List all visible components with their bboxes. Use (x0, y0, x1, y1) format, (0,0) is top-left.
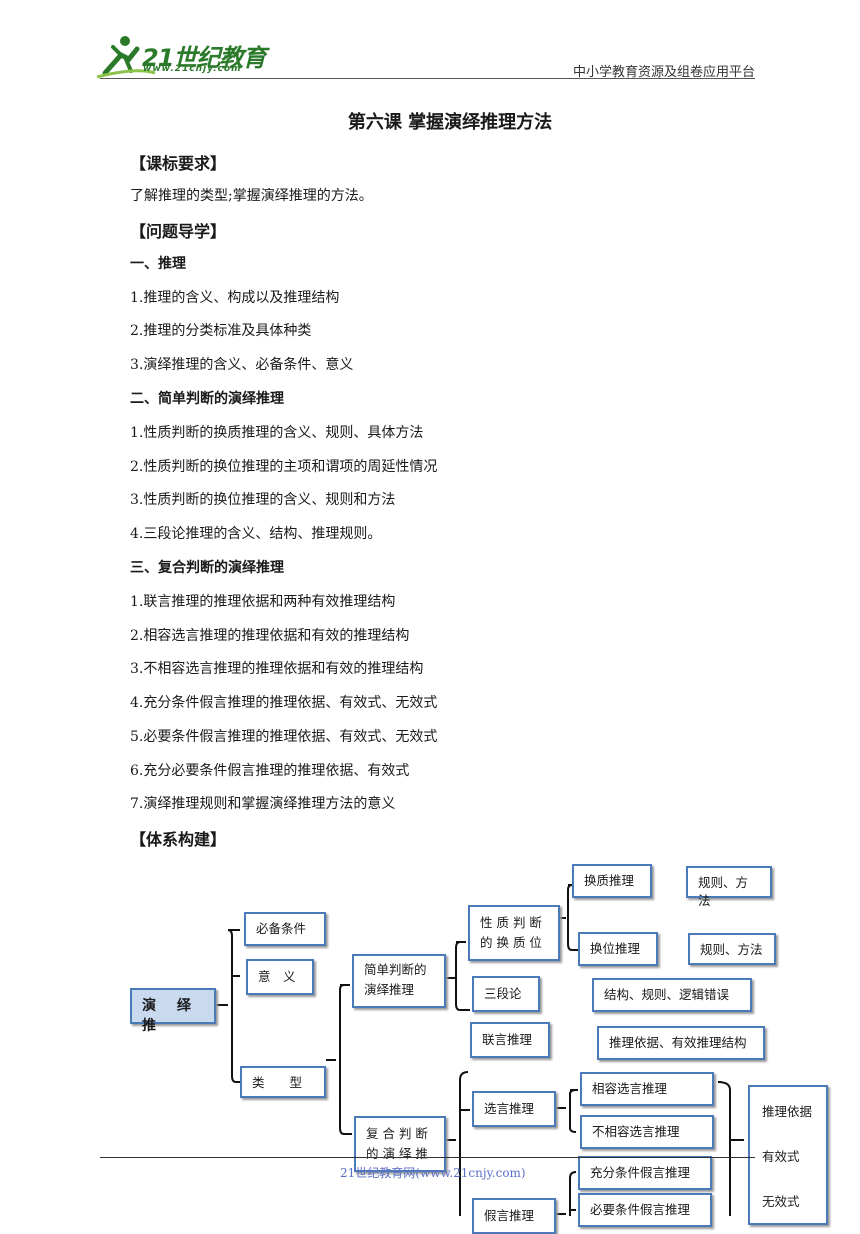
list-item: 1.联言推理的推理依据和两种有效推理结构 (130, 594, 396, 610)
node-basis-group: 推理依据 有效式 无效式 (748, 1085, 828, 1225)
node-simple-line2: 演绎推理 (364, 982, 415, 997)
node-compound-line1: 复 合 判 断 (366, 1126, 428, 1141)
list-item: 1.性质判断的换质推理的含义、规则、具体方法 (130, 425, 424, 441)
list-item: 1.推理的含义、构成以及推理结构 (130, 290, 340, 306)
node-compatible: 相容选言推理 (580, 1072, 714, 1106)
node-necessary: 必要条件假言推理 (578, 1193, 712, 1227)
node-syllogism-detail: 结构、规则、逻辑错误 (592, 978, 752, 1012)
logo-url: www.21cnjy.com (143, 64, 242, 74)
node-disjunctive: 选言推理 (472, 1091, 556, 1127)
node-compound-judgment: 复 合 判 断 的 演 绎 推 (354, 1116, 446, 1172)
node-sufficient: 充分条件假言推理 (578, 1156, 712, 1190)
platform-name: 中小学教育资源及组卷应用平台 (572, 65, 755, 80)
list-item: 2.相容选言推理的推理依据和有效的推理结构 (130, 628, 410, 644)
system-heading: 【体系构建】 (130, 830, 227, 849)
list-item: 3.性质判断的换位推理的含义、规则和方法 (130, 492, 396, 508)
header-divider (100, 78, 755, 79)
list-item: 2.性质判断的换位推理的主项和谓项的周延性情况 (130, 459, 438, 475)
list-item: 4.三段论推理的含义、结构、推理规则。 (130, 526, 382, 542)
node-property-line1: 性 质 判 断 (480, 915, 542, 930)
node-meaning: 意 义 (246, 959, 314, 995)
list-item: 4.充分条件假言推理的推理依据、有效式、无效式 (130, 695, 438, 711)
footer-text: 21世纪教育网(www.21cnjy.com) (340, 1166, 526, 1180)
node-property-judgment: 性 质 判 断 的 换 质 位 (468, 905, 560, 961)
node-types: 类 型 (240, 1066, 326, 1098)
node-syllogism: 三段论 (472, 976, 540, 1012)
node-deduction: 演 绎 推 (130, 988, 216, 1034)
list-item: 5.必要条件假言推理的推理依据、有效式、无效式 (130, 729, 438, 745)
logo-text: 21世纪教育 (142, 44, 266, 72)
list-item: 3.演绎推理的含义、必备条件、意义 (130, 357, 354, 373)
list-item: 2.推理的分类标准及具体种类 (130, 323, 312, 339)
section-title: 三、复合判断的演绎推理 (130, 560, 284, 576)
node-property-line2: 的 换 质 位 (480, 935, 542, 950)
node-conjunctive-detail: 推理依据、有效推理结构 (597, 1026, 765, 1060)
list-item: 3.不相容选言推理的推理依据和有效的推理结构 (130, 661, 424, 677)
node-valid: 有效式 (762, 1149, 800, 1164)
node-simple-line1: 简单判断的 (364, 962, 427, 977)
node-rule-method-1: 规则、方法 (686, 866, 772, 908)
node-hypothetical: 假言推理 (472, 1198, 556, 1234)
requirements-text: 了解推理的类型;掌握演绎推理的方法。 (130, 188, 373, 204)
logo-runner-icon (96, 36, 156, 79)
node-simple-judgment: 简单判断的 演绎推理 (352, 954, 446, 1008)
section-title: 二、简单判断的演绎推理 (130, 391, 284, 407)
node-basis: 推理依据 (762, 1104, 813, 1119)
node-obversion: 换质推理 (572, 864, 652, 898)
node-invalid: 无效式 (762, 1194, 800, 1209)
footer-divider (100, 1157, 755, 1158)
node-compound-line2: 的 演 绎 推 (366, 1146, 428, 1161)
requirements-heading: 【课标要求】 (130, 154, 227, 173)
node-conjunctive: 联言推理 (470, 1022, 550, 1058)
list-item: 7.演绎推理规则和掌握演绎推理方法的意义 (130, 796, 396, 812)
page-title: 第六课 掌握演绎推理方法 (347, 112, 553, 133)
guide-heading: 【问题导学】 (130, 222, 227, 241)
node-rule-method-2: 规则、方法 (688, 933, 776, 965)
node-condition: 必备条件 (244, 912, 326, 946)
list-item: 6.充分必要条件假言推理的推理依据、有效式 (130, 763, 410, 779)
node-incompatible: 不相容选言推理 (580, 1115, 714, 1149)
node-conversion: 换位推理 (578, 932, 658, 966)
section-title: 一、推理 (130, 256, 186, 272)
